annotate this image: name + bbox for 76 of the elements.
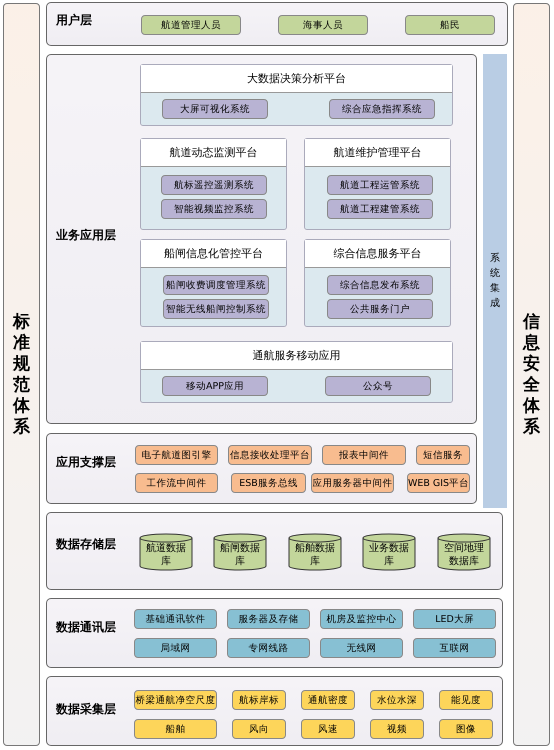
- side-panel: [513, 3, 550, 746]
- platform-header: 综合信息服务平台: [305, 240, 450, 268]
- platform-panel: [140, 239, 287, 327]
- platform-header: 航道动态监测平台: [141, 139, 286, 167]
- layer-panel: [46, 2, 508, 46]
- system-box: 风速: [301, 719, 355, 739]
- system-box: 无线网: [320, 638, 403, 658]
- system-box: 智能无线船闸控制系统: [163, 299, 269, 319]
- system-box: 航道工程建管系统: [327, 199, 433, 219]
- system-box: 互联网: [413, 638, 496, 658]
- system-box: 移动APP应用: [162, 376, 268, 396]
- panel-title: 信息安全体系: [522, 312, 540, 438]
- system-box: 机房及监控中心: [320, 609, 403, 629]
- side-panel: [483, 54, 507, 508]
- platform-header: 通航服务移动应用: [141, 342, 452, 370]
- system-box: 公共服务门户: [327, 299, 433, 319]
- system-box: 综合应急指挥系统: [329, 99, 435, 119]
- system-box: 大屏可视化系统: [162, 99, 268, 119]
- layer-title: 应用支撑层: [56, 454, 116, 471]
- system-box: 桥梁通航净空尺度: [134, 690, 217, 710]
- system-box: 专网线路: [227, 638, 310, 658]
- side-panel: [3, 3, 40, 746]
- layer-panel: [46, 54, 477, 424]
- system-box: 船闸收费调度管理系统: [163, 275, 269, 295]
- system-box: 报表中间件: [322, 445, 406, 465]
- system-box: 视频: [370, 719, 424, 739]
- system-box: 能见度: [439, 690, 493, 710]
- layer-title: 数据存储层: [56, 536, 116, 553]
- platform-panel: [140, 138, 287, 230]
- layer-title: 数据采集层: [56, 701, 116, 718]
- layer-panel: [46, 598, 503, 668]
- platform-panel: [140, 341, 453, 403]
- system-box: 通航密度: [301, 690, 355, 710]
- system-box: 短信服务: [416, 445, 470, 465]
- system-box: 水位水深: [370, 690, 424, 710]
- database-cylinder: 船舶数据库: [288, 533, 342, 571]
- system-box: 船民: [405, 15, 495, 35]
- system-box: ESB服务总线: [231, 473, 306, 493]
- system-box: 应用服务器中间件: [311, 473, 394, 493]
- panel-title: 标准规范体系: [12, 312, 30, 438]
- layer-title: 业务应用层: [56, 227, 116, 244]
- system-box: 风向: [232, 719, 286, 739]
- layer-panel: [46, 433, 477, 504]
- system-box: WEB GIS平台: [407, 473, 470, 493]
- platform-panel: [304, 138, 451, 230]
- platform-header: 航道维护管理平台: [305, 139, 450, 167]
- system-box: 智能视频监控系统: [161, 199, 267, 219]
- system-box: 图像: [439, 719, 493, 739]
- system-box: 局域网: [134, 638, 217, 658]
- system-box: 信息接收处理平台: [228, 445, 312, 465]
- system-box: 航道管理人员: [141, 15, 241, 35]
- database-cylinder: 航道数据库: [139, 533, 193, 571]
- database-cylinder: 业务数据库: [362, 533, 416, 571]
- system-box: 海事人员: [278, 15, 368, 35]
- layer-title: 数据通讯层: [56, 619, 116, 636]
- system-box: 公众号: [325, 376, 431, 396]
- system-box: 航标遥控遥测系统: [161, 175, 267, 195]
- system-box: 航标岸标: [232, 690, 286, 710]
- system-box: 电子航道图引擎: [135, 445, 218, 465]
- platform-header: 船闸信息化管控平台: [141, 240, 286, 268]
- system-box: 航道工程运管系统: [327, 175, 433, 195]
- system-box: 基础通讯软件: [134, 609, 217, 629]
- system-box: LED大屏: [413, 609, 496, 629]
- platform-header: 大数据决策分析平台: [141, 65, 452, 93]
- system-box: 综合信息发布系统: [327, 275, 433, 295]
- system-box: 船舶: [134, 719, 217, 739]
- system-box: 工作流中间件: [135, 473, 218, 493]
- layer-title: 用户层: [56, 12, 92, 29]
- layer-panel: [46, 512, 503, 590]
- database-cylinder: 空间地理数据库: [437, 533, 491, 571]
- panel-title: 系统集成: [490, 252, 500, 311]
- layer-panel: [46, 676, 503, 746]
- system-box: 服务器及存储: [227, 609, 310, 629]
- platform-panel: [304, 239, 451, 327]
- platform-panel: [140, 64, 453, 126]
- database-cylinder: 船闸数据库: [213, 533, 267, 571]
